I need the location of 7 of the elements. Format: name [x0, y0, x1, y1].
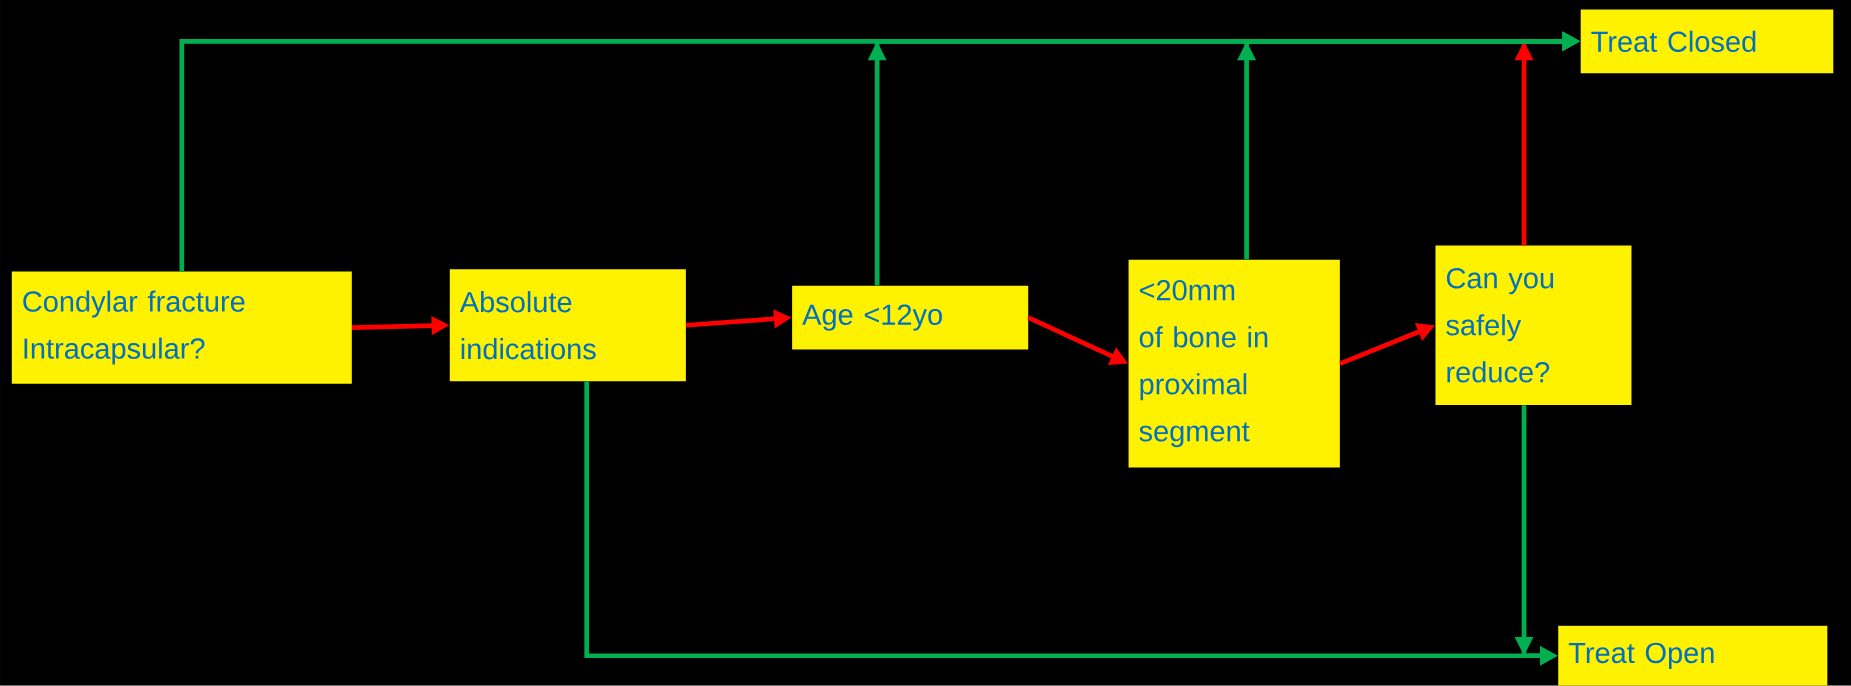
process-box: Absolute indications [449, 269, 686, 382]
process-box: Treat Open [1558, 625, 1828, 686]
process-box: Age <12yo [792, 285, 1029, 350]
process-box: Condylar fracture Intracapsular? [11, 271, 352, 384]
process-box: Can you safely reduce? [1435, 245, 1632, 405]
process-box: <20mm of bone in proximal segment [1128, 259, 1340, 468]
process-box: Treat Closed [1580, 9, 1834, 74]
